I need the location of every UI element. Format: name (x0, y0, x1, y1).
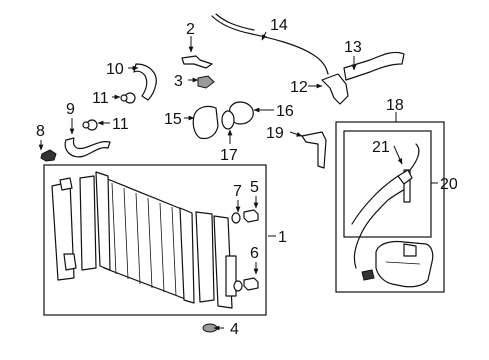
callout-5: 5 (250, 179, 259, 196)
water-inlet-15 (192, 105, 219, 140)
connector-5 (243, 209, 259, 223)
callout-6: 6 (250, 245, 259, 262)
radiator-hose-10 (133, 63, 157, 101)
callout-17: 17 (220, 147, 238, 164)
outlet-hose-12 (321, 73, 349, 105)
bypass-pipe-14 (211, 15, 329, 75)
reservoir-hose (353, 185, 411, 269)
gasket-17 (221, 110, 235, 130)
callout-10: 10 (106, 61, 124, 78)
callout-4: 4 (230, 321, 239, 338)
hose-clamp-11a (120, 92, 136, 104)
callout-11a: 11 (92, 90, 109, 107)
callout-3: 3 (174, 73, 183, 90)
radiator-hose-9 (64, 137, 111, 158)
radiator-core (95, 171, 195, 304)
radiator-hose-13 (343, 51, 405, 81)
callout-19: 19 (266, 125, 284, 142)
callout-7: 7 (233, 183, 242, 200)
callout-1: 1 (278, 229, 287, 246)
callout-12: 12 (290, 79, 308, 96)
bracket-19 (301, 131, 327, 169)
reservoir-tank (375, 240, 434, 288)
radiator-tank-left (51, 175, 97, 281)
reservoir-hose-inner-frame (343, 130, 432, 238)
reservoir-bolt (361, 269, 375, 281)
callout-16: 16 (276, 103, 294, 120)
radiator-tank-right (195, 211, 237, 309)
callout-2: 2 (186, 21, 195, 38)
drain-plug-8 (40, 149, 57, 162)
connector-6 (243, 277, 259, 291)
callout-18: 18 (386, 97, 404, 114)
reservoir-group-frame (335, 121, 445, 293)
callout-21: 21 (372, 139, 390, 156)
bracket-2 (181, 55, 213, 69)
callout-11b: 11 (112, 116, 129, 133)
callout-13: 13 (344, 39, 362, 56)
o-ring-7 (231, 212, 241, 224)
callout-14: 14 (270, 17, 288, 34)
hose-clamp-21 (397, 169, 413, 185)
hose-clamp-11b (82, 119, 98, 131)
callout-9: 9 (66, 101, 75, 118)
washer-3 (197, 75, 215, 89)
callout-8: 8 (36, 123, 45, 140)
callout-20: 20 (440, 176, 458, 193)
callout-15: 15 (164, 111, 182, 128)
radiator-group-frame (43, 164, 267, 316)
